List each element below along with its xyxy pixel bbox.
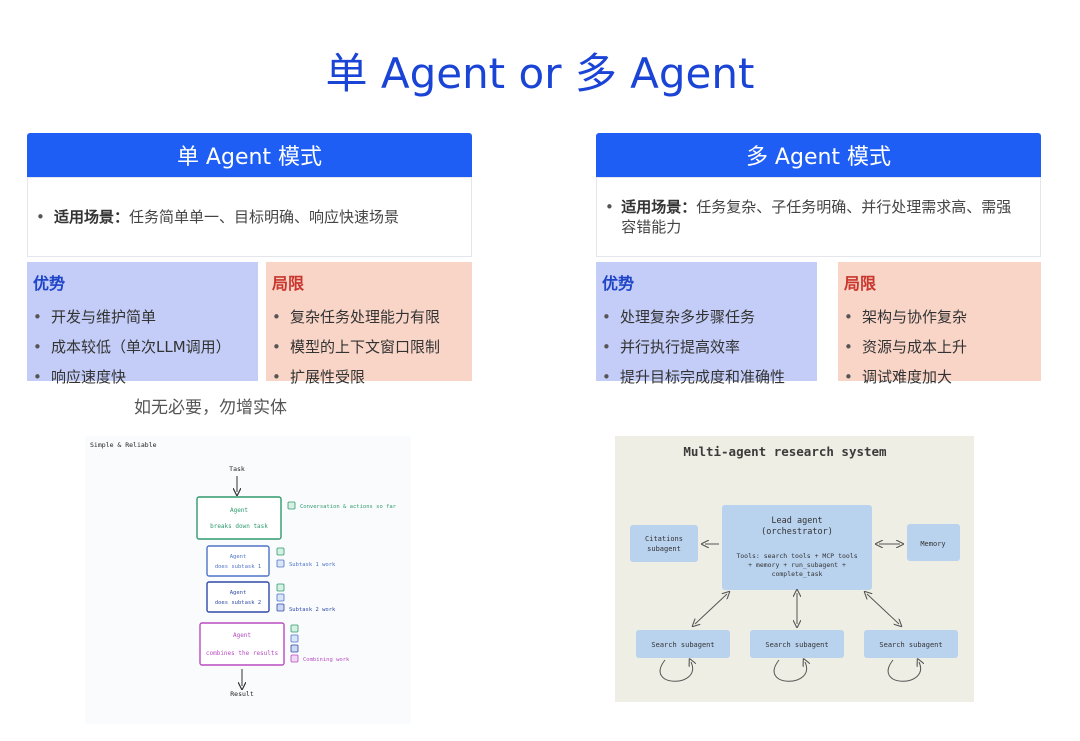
list-item: •成本较低（单次LLM调用） bbox=[33, 338, 231, 356]
motto-text: 如无必要，勿增实体 bbox=[134, 398, 287, 418]
single-scenario-label: 适用场景： bbox=[54, 208, 130, 226]
multi-advantages: 优势 •处理复杂多步骤任务 •并行执行提高效率 •提升目标完成度和准确性 bbox=[596, 262, 817, 386]
page-title: 单 Agent or 多 Agent bbox=[325, 49, 755, 98]
svg-text:subagent: subagent bbox=[647, 545, 681, 553]
citations-node bbox=[630, 525, 698, 562]
svg-text:Agent: Agent bbox=[230, 507, 248, 514]
svg-text:combines the results: combines the results bbox=[206, 650, 279, 657]
svg-text:breaks down task: breaks down task bbox=[210, 523, 268, 530]
list-item: •并行执行提高效率 bbox=[602, 338, 741, 356]
multi-limitations: 局限 •架构与协作复杂 •资源与成本上升 •调试难度加大 bbox=[838, 262, 1041, 386]
multi-agent-diagram: Multi-agent research system Lead agent (… bbox=[615, 436, 974, 702]
multi-scenario-text: 任务复杂、子任务明确、并行处理需求高、需强容错能力 bbox=[621, 198, 1012, 236]
multi-scenario-label: 适用场景： bbox=[621, 198, 697, 216]
list-item: •模型的上下文窗口限制 bbox=[272, 338, 441, 356]
svg-text:Search subagent: Search subagent bbox=[879, 641, 942, 649]
list-item: •扩展性受限 bbox=[272, 368, 366, 386]
memory-node bbox=[907, 524, 960, 561]
svg-text:Subtask 1 work: Subtask 1 work bbox=[289, 562, 336, 568]
bullet-icon: • bbox=[605, 198, 614, 216]
diagram-heading: Multi-agent research system bbox=[683, 444, 887, 459]
list-item: •提升目标完成度和准确性 bbox=[602, 368, 786, 386]
single-scenario: • 适用场景：任务简单单一、目标明确、响应快速场景 bbox=[27, 177, 472, 257]
svg-text:Agent: Agent bbox=[230, 590, 247, 596]
svg-text:Tools: search tools + MCP tool: Tools: search tools + MCP tools bbox=[736, 552, 857, 560]
svg-text:Combining work: Combining work bbox=[303, 657, 350, 663]
result-label: Result bbox=[230, 690, 254, 698]
svg-text:does subtask 1: does subtask 1 bbox=[215, 564, 261, 570]
task-label: Task bbox=[229, 465, 245, 473]
bullet-icon: • bbox=[36, 208, 45, 226]
svg-text:does subtask 2: does subtask 2 bbox=[215, 600, 261, 606]
search-subagent-node bbox=[864, 630, 958, 658]
diagram-heading: Simple & Reliable bbox=[90, 441, 157, 449]
single-agent-header: 单 Agent 模式 bbox=[27, 133, 472, 177]
lead-agent-node bbox=[722, 505, 872, 590]
svg-text:Lead agent: Lead agent bbox=[771, 516, 822, 526]
svg-text:complete_task: complete_task bbox=[772, 570, 823, 578]
list-item: •架构与协作复杂 bbox=[844, 308, 968, 326]
single-scenario-text: 任务简单单一、目标明确、响应快速场景 bbox=[129, 208, 400, 226]
agent-node bbox=[199, 622, 285, 666]
search-subagent-node bbox=[750, 630, 844, 658]
search-subagent-node bbox=[636, 630, 730, 658]
svg-text:Search subagent: Search subagent bbox=[765, 641, 828, 649]
list-item: •复杂任务处理能力有限 bbox=[272, 308, 441, 326]
agent-node bbox=[196, 496, 282, 540]
agent-node bbox=[206, 545, 270, 577]
svg-text:Citations: Citations bbox=[645, 535, 683, 543]
advantages-title: 优势 bbox=[33, 274, 66, 293]
list-item: •调试难度加大 bbox=[844, 368, 953, 386]
multi-scenario: • 适用场景：任务复杂、子任务明确、并行处理需求高、需强容错能力 bbox=[596, 177, 1041, 257]
limitations-title: 局限 bbox=[272, 274, 305, 293]
svg-text:(orchestrator): (orchestrator) bbox=[761, 527, 833, 537]
single-limitations: 局限 •复杂任务处理能力有限 •模型的上下文窗口限制 •扩展性受限 bbox=[266, 262, 472, 386]
multi-agent-header: 多 Agent 模式 bbox=[596, 133, 1041, 177]
svg-text:Agent: Agent bbox=[233, 632, 251, 639]
list-item: •处理复杂多步骤任务 bbox=[602, 308, 756, 326]
advantages-title: 优势 bbox=[602, 274, 635, 293]
single-advantages: 优势 •开发与维护简单 •成本较低（单次LLM调用） •响应速度快 bbox=[27, 262, 258, 386]
svg-text:Conversation & actions so far: Conversation & actions so far bbox=[300, 504, 397, 510]
svg-text:Memory: Memory bbox=[920, 540, 945, 548]
list-item: •开发与维护简单 bbox=[33, 308, 157, 326]
list-item: •响应速度快 bbox=[33, 368, 127, 386]
svg-text:+ memory + run_subagent +: + memory + run_subagent + bbox=[748, 561, 846, 569]
agent-node bbox=[206, 581, 270, 613]
svg-text:Search subagent: Search subagent bbox=[651, 641, 714, 649]
limitations-title: 局限 bbox=[844, 274, 877, 293]
single-agent-diagram: Simple & Reliable Task Agent breaks down… bbox=[85, 436, 411, 724]
context-square bbox=[287, 501, 296, 510]
svg-text:Subtask 2 work: Subtask 2 work bbox=[289, 607, 336, 613]
list-item: •资源与成本上升 bbox=[844, 338, 968, 356]
svg-text:Agent: Agent bbox=[230, 554, 247, 560]
